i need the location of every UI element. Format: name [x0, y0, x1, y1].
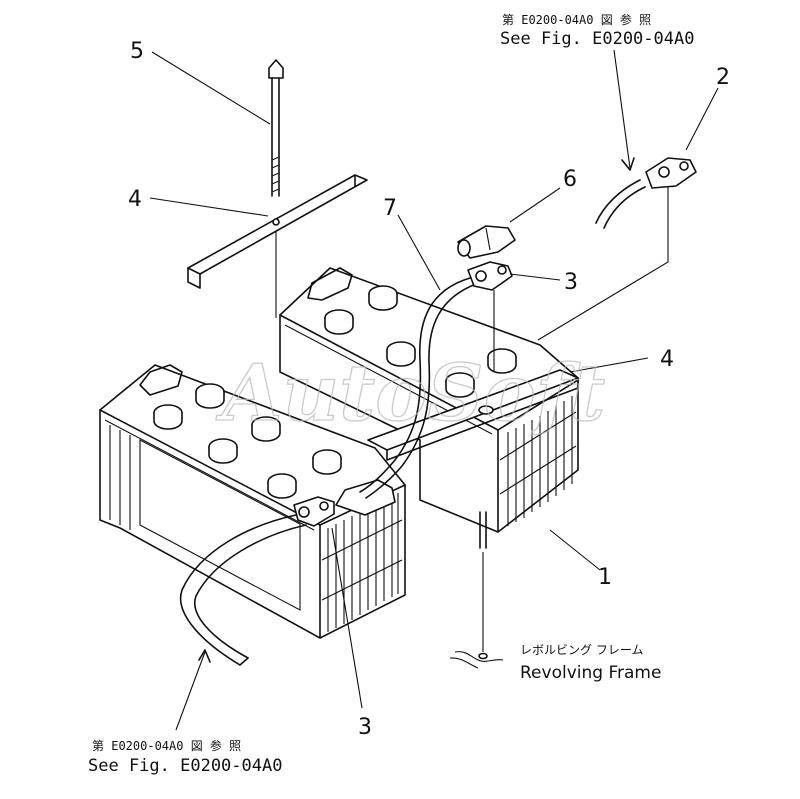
- reference-bottom-jp: 第 E0200-04A0 図 参 照: [92, 738, 241, 753]
- callout-labels: 1 2 3 3 4 4 5 6 7: [128, 39, 730, 740]
- callout-5: 5: [130, 39, 144, 64]
- revolving-frame-label: レボルビング フレーム Revolving Frame: [520, 643, 661, 683]
- terminal-cover: [457, 225, 516, 259]
- reference-top: 第 E0200-04A0 図 参 照 See Fig. E0200-04A0: [500, 12, 694, 49]
- callout-4-upper: 4: [128, 187, 142, 212]
- frame-bolt: [478, 511, 488, 660]
- connecting-cable: [359, 261, 513, 499]
- positive-cable-end: [595, 157, 697, 229]
- ground-cable: [179, 496, 335, 666]
- watermark: AutoSoft: [215, 348, 605, 439]
- upper-hold-down-bar: [187, 174, 368, 289]
- callout-1: 1: [598, 565, 612, 590]
- callout-3-upper: 3: [564, 270, 578, 295]
- hold-down-bar: [367, 369, 579, 461]
- reference-top-en: See Fig. E0200-04A0: [500, 29, 694, 49]
- reference-bottom-en: See Fig. E0200-04A0: [88, 756, 282, 776]
- callout-4-lower: 4: [660, 347, 674, 372]
- hook-bolt: [268, 59, 284, 318]
- callout-3-lower: 3: [358, 715, 372, 740]
- reference-bottom: 第 E0200-04A0 図 参 照 See Fig. E0200-04A0: [88, 738, 282, 776]
- callout-2: 2: [716, 65, 730, 90]
- callout-6: 6: [563, 167, 577, 192]
- revolving-frame-en: Revolving Frame: [520, 663, 661, 683]
- reference-top-jp: 第 E0200-04A0 図 参 照: [502, 12, 651, 27]
- callout-7: 7: [383, 196, 397, 221]
- leader-lines: [149, 49, 719, 731]
- revolving-frame-jp: レボルビング フレーム: [520, 643, 643, 657]
